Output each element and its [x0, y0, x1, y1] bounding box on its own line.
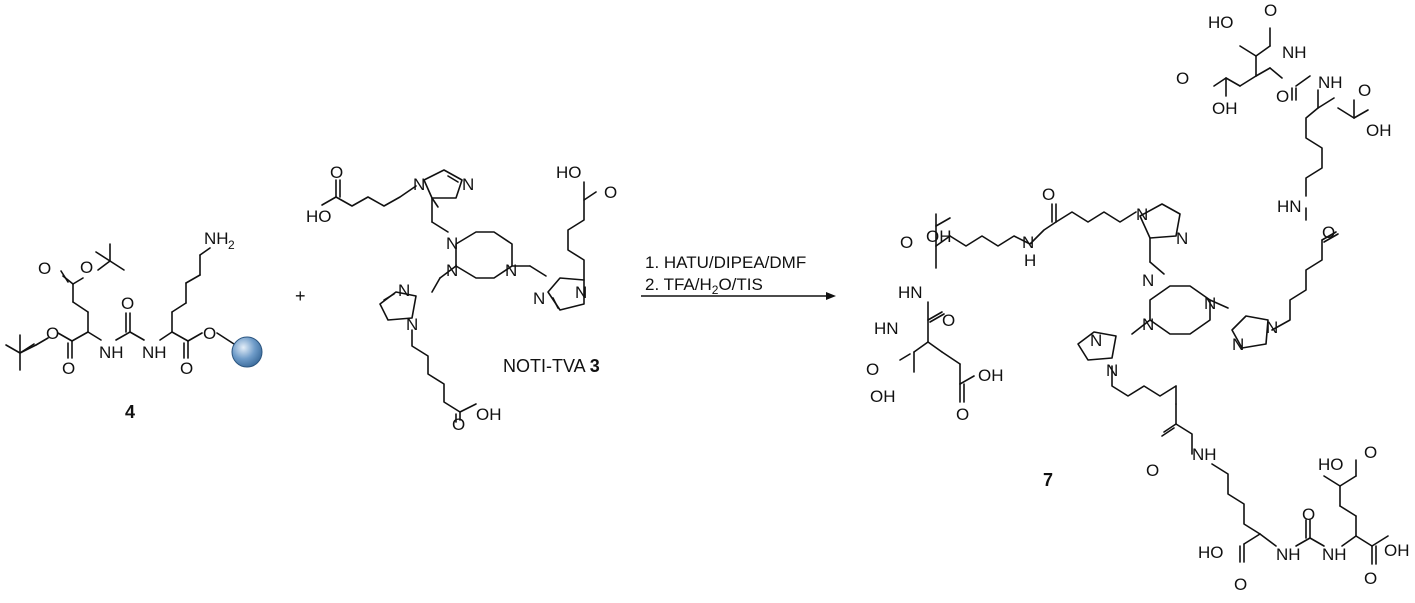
atom-o: O: [62, 359, 75, 378]
compound-7-label: 7: [1043, 470, 1053, 490]
atom-nh: NH: [99, 343, 124, 362]
atom-o: O: [900, 233, 913, 252]
atom-o: O: [80, 258, 93, 277]
noti-tva-structure: [321, 169, 597, 423]
atom-oh: OH: [476, 405, 502, 424]
atom-o: O: [46, 324, 59, 343]
atom-n: N: [398, 281, 410, 300]
atom-hn: HN: [898, 283, 923, 302]
atom-nh: NH: [1276, 545, 1301, 564]
atom-ho: HO: [556, 163, 582, 182]
atom-ho: HO: [1198, 543, 1224, 562]
atom-oh: OH: [870, 387, 896, 406]
compound-3-name: NOTI-TVA 3: [503, 356, 600, 376]
atom-o: O: [942, 311, 955, 330]
atom-oh: OH: [926, 227, 952, 246]
atom-n: N: [505, 261, 517, 280]
atom-o: O: [1358, 81, 1371, 100]
atom-o: O: [180, 359, 193, 378]
atom-hn: HN: [874, 319, 899, 338]
atom-o: O: [1302, 505, 1315, 524]
atom-nh: N: [1022, 233, 1034, 252]
atom-n: N: [1204, 294, 1216, 313]
atom-oh: OH: [1212, 99, 1238, 118]
atom-n: N: [533, 289, 545, 308]
atom-n: N: [1142, 315, 1154, 334]
atom-h: H: [1024, 251, 1036, 270]
atom-ho: HO: [306, 207, 332, 226]
reaction-arrow: [641, 292, 836, 300]
atom-ho: HO: [1318, 455, 1344, 474]
atom-o: O: [1234, 575, 1247, 594]
atom-o: O: [1322, 223, 1335, 242]
atom-o: O: [1264, 1, 1277, 20]
compound-4-label: 4: [125, 402, 135, 422]
atom-n: N: [1266, 318, 1278, 337]
condition-step-2: 2. TFA/H2O/TIS: [645, 275, 763, 297]
atom-oh: OH: [1384, 541, 1410, 560]
atom-o: O: [604, 183, 617, 202]
atom-hn: HN: [1277, 197, 1302, 216]
atom-n: N: [1106, 361, 1118, 380]
atom-o: O: [1176, 69, 1189, 88]
atom-nh: NH: [142, 343, 167, 362]
compound-7-structure: [899, 27, 1389, 565]
atom-o: O: [121, 294, 134, 313]
atom-o: O: [1364, 569, 1377, 588]
atom-o: O: [1146, 461, 1159, 480]
atom-n: N: [446, 234, 458, 253]
resin-bead-icon: [231, 336, 263, 368]
atom-o: O: [956, 405, 969, 424]
condition-step-1: 1. HATU/DIPEA/DMF: [645, 253, 806, 272]
atom-n: N: [1090, 331, 1102, 350]
atom-n: N: [1142, 271, 1154, 290]
atom-oh: OH: [978, 366, 1004, 385]
atom-nh: NH: [1322, 545, 1347, 564]
atom-o: O: [330, 163, 343, 182]
compound-4-structure: [5, 243, 235, 371]
atom-n: N: [446, 261, 458, 280]
atom-o: O: [1364, 443, 1377, 462]
atom-o: O: [452, 415, 465, 434]
atom-n: N: [575, 283, 587, 302]
atom-oh: OH: [1366, 121, 1392, 140]
atom-o: O: [1276, 87, 1289, 106]
atom-o: O: [203, 324, 216, 343]
atom-nh: NH: [1192, 445, 1217, 464]
atom-n: N: [413, 175, 425, 194]
atom-n: N: [462, 175, 474, 194]
plus-sign: +: [295, 286, 306, 306]
atom-o: O: [866, 360, 879, 379]
atom-n: N: [1136, 205, 1148, 224]
atom-ho: HO: [1208, 13, 1234, 32]
atom-o: O: [38, 259, 51, 278]
atom-nh2-subscript: 2: [228, 238, 235, 252]
atom-n: N: [406, 315, 418, 334]
atom-n: N: [1176, 229, 1188, 248]
atom-nh: NH: [1282, 43, 1307, 62]
atom-nh: NH: [1318, 73, 1343, 92]
atom-o: O: [1042, 185, 1055, 204]
atom-n: N: [1232, 335, 1244, 354]
atom-nh2: NH: [204, 229, 229, 248]
